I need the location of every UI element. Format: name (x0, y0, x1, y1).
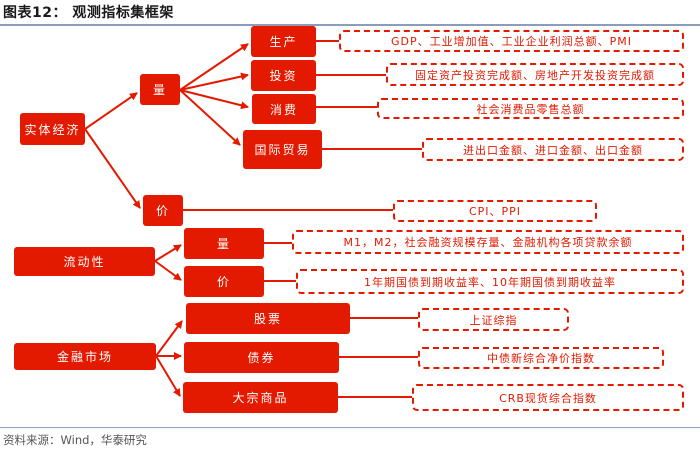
indicator-investment: 固定资产投资完成额、房地产开发投资完成额 (386, 63, 684, 86)
node-liquidity-price: 价 (184, 266, 264, 297)
arrow-real-to-price (84, 128, 141, 209)
node-label: 生产 (269, 35, 298, 49)
arrow-volume-to-trade (179, 89, 241, 146)
node-bonds: 债券 (184, 342, 339, 373)
arrow-volume-to-investment (179, 72, 249, 91)
node-label: 金融市场 (56, 350, 113, 364)
indicator-text: 上证综指 (469, 313, 518, 327)
arrow-markets-to-commodities (155, 355, 181, 397)
figure-title: 图表12： 观测指标集框架 (3, 5, 174, 21)
arrow-markets-to-stocks (155, 320, 183, 357)
indicator-text: 进出口金额、进口金额、出口金额 (463, 143, 643, 157)
arrow-liquidity-to-price (154, 260, 182, 281)
arrow-real-to-volume (84, 92, 138, 130)
node-label: 股票 (253, 312, 282, 326)
node-liquidity-volume: 量 (184, 228, 264, 259)
node-investment: 投资 (251, 60, 316, 91)
source-note: 资料来源：Wind，华泰研究 (3, 433, 147, 447)
node-label: 量 (152, 83, 167, 97)
indicator-text: M1，M2，社会融资规模存量、金融机构各项贷款余额 (343, 236, 633, 249)
indicator-trade: 进出口金额、进口金额、出口金额 (422, 138, 684, 161)
indicator-text: GDP、工业增加值、工业企业利润总额、PMI (391, 35, 632, 48)
node-label: 债券 (247, 351, 276, 365)
indicator-liquidity-volume: M1，M2，社会融资规模存量、金融机构各项贷款余额 (292, 230, 684, 254)
node-consumption: 消费 (252, 94, 316, 124)
indicator-liquidity-price: 1年期国债到期收益率、10年期国债到期收益率 (296, 269, 684, 294)
indicator-production: GDP、工业增加值、工业企业利润总额、PMI (339, 30, 684, 52)
node-label: 大宗商品 (232, 391, 289, 405)
indicator-text: CRB现货综合指数 (499, 391, 597, 405)
node-stocks: 股票 (186, 303, 350, 334)
indicator-commodities: CRB现货综合指数 (412, 384, 684, 411)
indicator-text: 固定资产投资完成额、房地产开发投资完成额 (415, 68, 655, 82)
indicator-text: 中债新综合净价指数 (487, 352, 595, 365)
node-trade: 国际贸易 (243, 130, 322, 169)
node-label: 价 (216, 275, 231, 289)
node-label: 实体经济 (24, 122, 81, 137)
node-liquidity: 流动性 (14, 247, 155, 276)
node-label: 量 (216, 237, 231, 251)
indicator-stocks: 上证综指 (418, 308, 569, 331)
indicator-price: CPI、PPI (393, 200, 597, 222)
node-label: 价 (155, 204, 170, 218)
node-real-volume: 量 (140, 74, 180, 105)
arrow-volume-to-production (179, 43, 249, 91)
node-commodities: 大宗商品 (183, 382, 338, 413)
indicator-text: 社会消费品零售总额 (476, 102, 585, 116)
arrow-volume-to-consumption (179, 89, 249, 110)
node-real-price: 价 (143, 195, 183, 226)
title-divider (0, 24, 700, 26)
node-label: 国际贸易 (254, 143, 311, 157)
footer-divider (0, 427, 700, 428)
indicator-text: CPI、PPI (468, 205, 522, 218)
node-label: 消费 (269, 102, 298, 117)
indicator-consumption: 社会消费品零售总额 (377, 98, 684, 119)
node-real-economy: 实体经济 (20, 113, 85, 145)
indicator-bonds: 中债新综合净价指数 (418, 347, 664, 369)
node-financial-markets: 金融市场 (14, 343, 156, 370)
node-production: 生产 (251, 26, 316, 57)
node-label: 投资 (269, 69, 298, 83)
arrow-liquidity-to-volume (154, 244, 182, 262)
node-label: 流动性 (63, 255, 106, 269)
indicator-text: 1年期国债到期收益率、10年期国债到期收益率 (364, 275, 616, 289)
